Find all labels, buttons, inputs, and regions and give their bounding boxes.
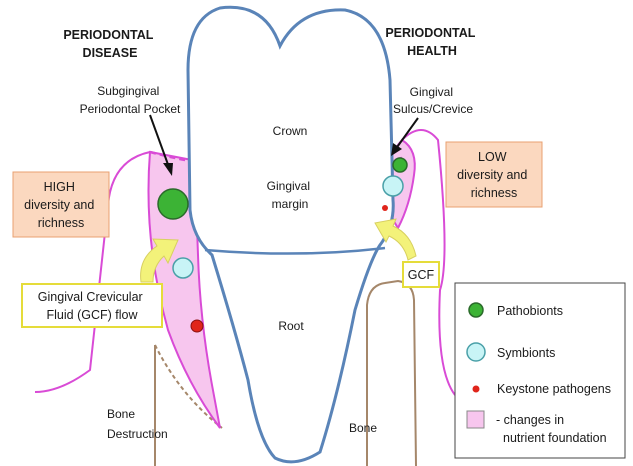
legend-symbionts-label: Symbionts: [497, 346, 555, 360]
legend-nutrient-icon: [467, 411, 484, 428]
bone-destruction-label: Bone Destruction: [107, 407, 168, 441]
symbiont-circle: [383, 176, 403, 196]
header-health: PERIODONTAL HEALTH: [385, 26, 478, 58]
sulcus-label: Gingival Sulcus/Crevice: [393, 85, 473, 116]
symbiont-circle: [173, 258, 193, 278]
header-disease: PERIODONTAL DISEASE: [63, 28, 156, 60]
pathobiont-circle: [393, 158, 407, 172]
legend-symbiont-icon: [467, 343, 485, 361]
legend-pathobiont-icon: [469, 303, 483, 317]
bone-label: Bone: [349, 421, 377, 435]
pocket-label: Subgingival Periodontal Pocket: [80, 84, 181, 116]
pathobiont-circle: [158, 189, 188, 219]
tooth-outline: [188, 7, 393, 462]
root-label: Root: [278, 319, 304, 333]
keystone-pathogen-dot: [191, 320, 203, 332]
gcf-text: GCF: [408, 268, 435, 282]
bone-right: [367, 281, 416, 466]
legend-keystone-icon: [473, 386, 480, 393]
keystone-pathogen-dot: [382, 205, 388, 211]
crown-label: Crown: [273, 124, 308, 138]
legend-keystone-label: Keystone pathogens: [497, 382, 611, 396]
legend-pathobionts-label: Pathobionts: [497, 304, 563, 318]
